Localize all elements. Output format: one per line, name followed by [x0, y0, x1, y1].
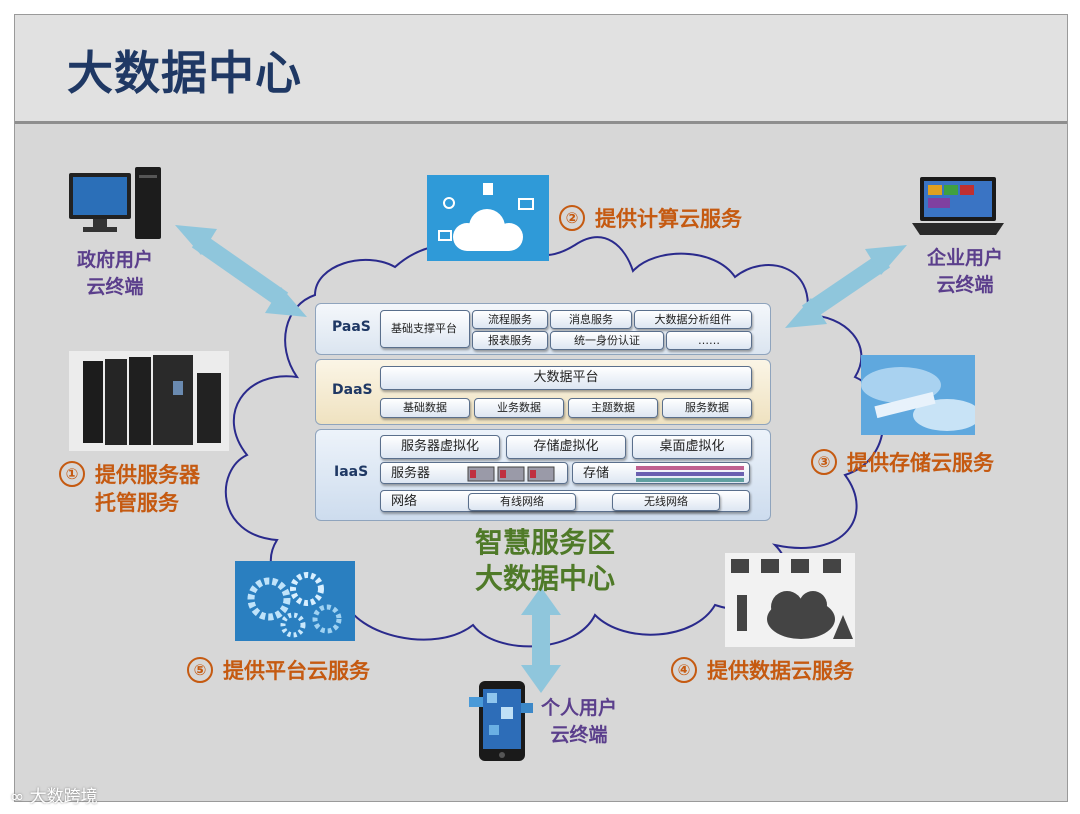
iaas-desktop-virtualization: 桌面虚拟化 — [632, 435, 752, 459]
paas-item-workflow: 流程服务 — [472, 310, 548, 329]
laptop-icon — [912, 177, 1004, 235]
daas-layer: DaaS 大数据平台 基础数据 业务数据 主题数据 服务数据 — [315, 359, 771, 425]
paas-item-analytics: 大数据分析组件 — [634, 310, 752, 329]
data-cloud-icon — [725, 553, 855, 647]
ent-arrow — [785, 245, 907, 328]
ent-user-label: 企业用户 云终端 — [926, 247, 1003, 296]
storage-cloud-icon — [861, 355, 975, 435]
server-rack-icon — [69, 351, 229, 451]
paas-item-reports: 报表服务 — [472, 331, 548, 350]
center-label: 智慧服务区 大数据中心 — [474, 526, 615, 595]
paas-base-platform: 基础支撑平台 — [380, 310, 470, 348]
watermark: ∞ 大数跨境 — [10, 787, 98, 807]
cloud-compute-icon — [427, 175, 549, 261]
title-bar: 大数据中心 — [15, 15, 1067, 124]
iaas-wireless-network: 无线网络 — [612, 493, 720, 511]
paas-layer: PaaS 基础支撑平台 流程服务 消息服务 大数据分析组件 报表服务 统一身份认… — [315, 303, 771, 355]
smartphone-icon — [469, 681, 533, 761]
iaas-server-virtualization: 服务器虚拟化 — [380, 435, 500, 459]
watermark-logo-icon: ∞ — [10, 787, 30, 807]
paas-item-messaging: 消息服务 — [550, 310, 632, 329]
daas-item-topic: 主题数据 — [568, 398, 658, 418]
slide: 大数据中心 政府用户 云终端 — [14, 14, 1068, 802]
gov-user-label: 政府用户 云终端 — [76, 249, 153, 298]
personal-user-label: 个人用户 云终端 — [540, 697, 617, 746]
paas-item-more: …… — [666, 331, 752, 350]
iaas-layer: IaaS 服务器虚拟化 存储虚拟化 桌面虚拟化 服务器 存储 网络 有线网络 无… — [315, 429, 771, 521]
iaas-wired-network: 有线网络 — [468, 493, 576, 511]
gears-icon — [235, 561, 355, 641]
daas-item-business: 业务数据 — [474, 398, 564, 418]
daas-item-service: 服务数据 — [662, 398, 752, 418]
storage-array-icon — [636, 466, 744, 482]
server-units-icon — [467, 466, 555, 482]
gov-arrow — [175, 225, 307, 317]
paas-item-identity: 统一身份认证 — [550, 331, 664, 350]
desktop-computer-icon — [69, 167, 161, 239]
daas-item-basic: 基础数据 — [380, 398, 470, 418]
personal-arrow — [521, 587, 561, 693]
page-title: 大数据中心 — [67, 46, 302, 100]
daas-platform: 大数据平台 — [380, 366, 752, 390]
iaas-storage-virtualization: 存储虚拟化 — [506, 435, 626, 459]
